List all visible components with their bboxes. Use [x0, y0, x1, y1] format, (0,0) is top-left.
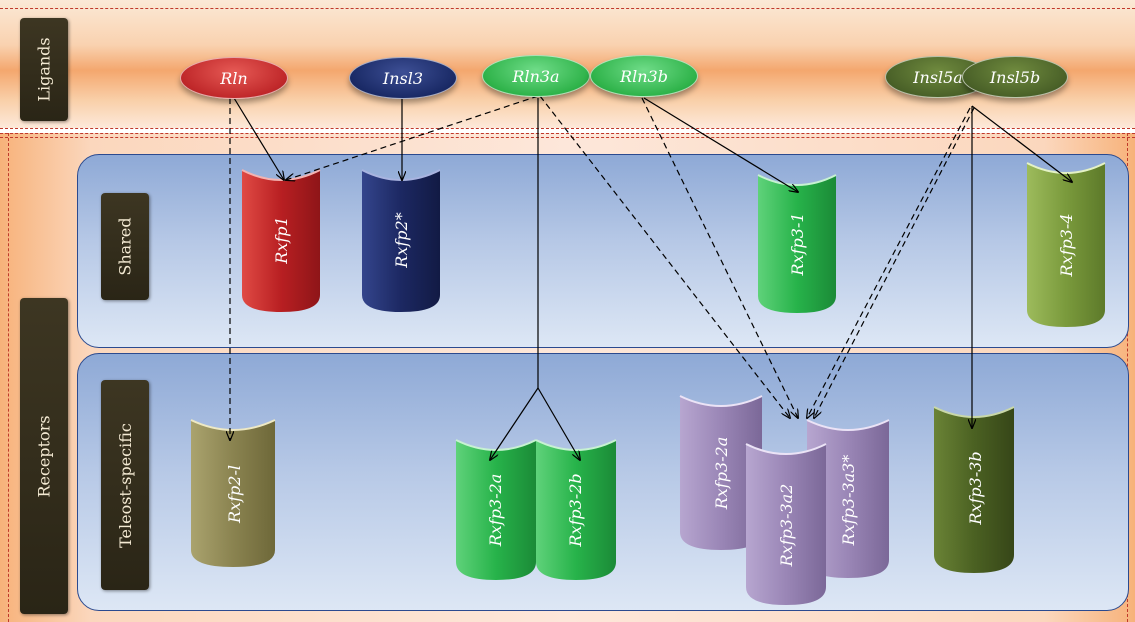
receptor-top-line	[0, 133, 1135, 134]
svg-text:Rxfp3-2b: Rxfp3-2b	[566, 473, 585, 547]
svg-text:Rxfp1: Rxfp1	[272, 216, 291, 264]
shared-label: Shared	[101, 193, 149, 300]
receptor-rxfp3-1: Rxfp3-1	[757, 174, 837, 313]
svg-text:Rxfp3-3a3*: Rxfp3-3a3*	[839, 455, 858, 547]
svg-text:Rxfp3-2a: Rxfp3-2a	[712, 437, 731, 511]
arrow-rln3b-rxfp3-1	[643, 97, 798, 192]
receptor-rxfp3-4: Rxfp3-4	[1026, 162, 1106, 327]
receptor-rxfp3-3a3: Rxfp3-3a3*	[806, 419, 890, 578]
ligand-rln3b: Rln3b	[590, 55, 698, 97]
ligands-label: Ligands	[20, 18, 68, 121]
svg-text:Rxfp3-3b: Rxfp3-3b	[966, 451, 985, 525]
arrow-layer	[230, 95, 1072, 460]
ligand-rln: Rln	[180, 57, 288, 99]
receptor-rxfp1: Rxfp1	[241, 169, 321, 312]
ligand-separator-line	[0, 128, 1135, 129]
arrow-insl5-rxfp3-3-a	[807, 107, 971, 418]
ligand-rln3a: Rln3a	[482, 55, 590, 97]
arrow-rln3a-rxfp3-2a	[490, 387, 539, 460]
receptor-rxfp2: Rxfp2*	[361, 169, 441, 312]
arrow-rln3a-rxfp3-3	[539, 95, 790, 418]
arrow-rln3a-rxfp3-2b	[537, 387, 580, 460]
svg-text:Rxfp2*: Rxfp2*	[392, 212, 411, 268]
receptor-rxfp3-2a: Rxfp3-2a	[455, 439, 537, 580]
top-border-line	[0, 8, 1135, 9]
receptor-rxfp3-3b: Rxfp3-3b	[933, 406, 1015, 573]
arrow-insl5-rxfp3-3-b	[814, 107, 975, 418]
receptor-rxfp3-3a2: Rxfp3-3a2	[745, 443, 827, 605]
arrow-rln3a-rxfp1	[286, 95, 539, 180]
arrow-rln-rxfp1	[233, 97, 284, 180]
left-border-line	[8, 133, 9, 622]
receptor-rxfp3-2b: Rxfp3-2b	[535, 439, 617, 580]
receptors-label: Receptors	[20, 298, 68, 614]
svg-text:Rxfp3-2a: Rxfp3-2a	[486, 474, 505, 548]
receptor-rxfp3-2a-purple: Rxfp3-2a	[679, 395, 763, 550]
ligand-insl5b: Insl5b	[962, 56, 1068, 98]
svg-text:Rxfp2-l: Rxfp2-l	[225, 465, 244, 524]
svg-text:Rxfp3-3a2: Rxfp3-3a2	[777, 484, 796, 568]
receptor-rxfp2-l: Rxfp2-l	[190, 419, 276, 567]
arrow-insl5-rxfp3-4	[971, 105, 1072, 182]
svg-text:Rxfp3-1: Rxfp3-1	[788, 213, 807, 277]
teleost-specific-label: Teleost-specific	[101, 380, 149, 590]
receptor-inner-line	[0, 137, 1135, 138]
ligand-insl3: Insl3	[349, 57, 457, 99]
svg-text:Rxfp3-4: Rxfp3-4	[1057, 214, 1076, 278]
